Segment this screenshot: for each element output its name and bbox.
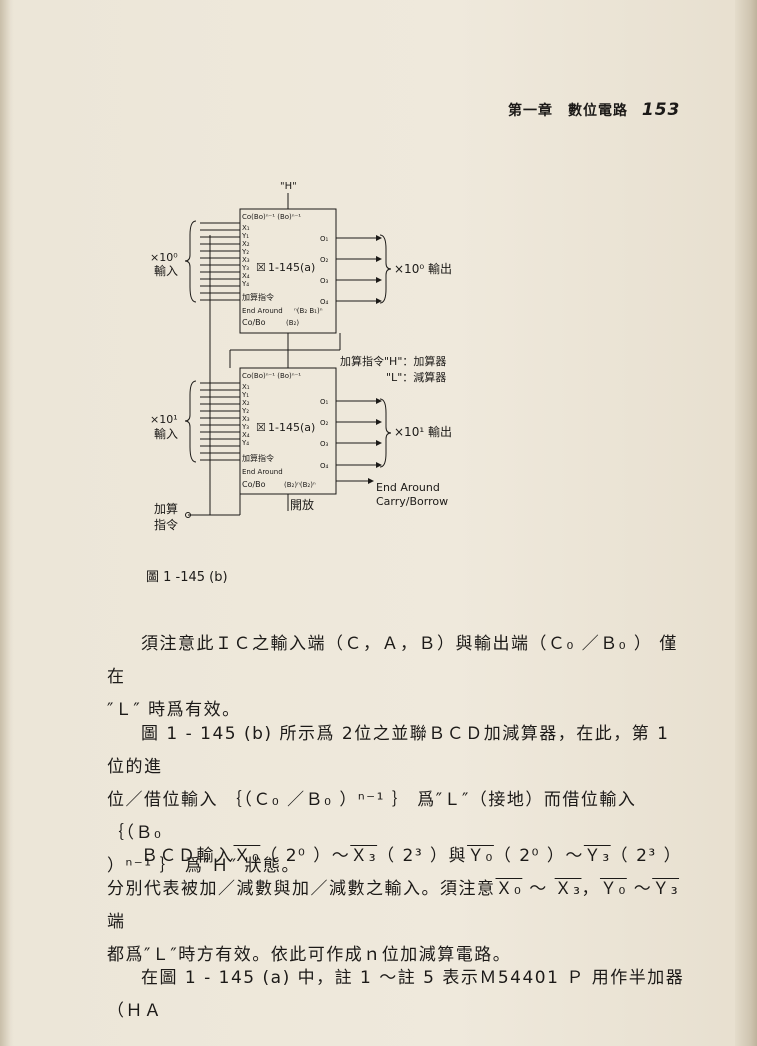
upper-carry-out: Co/Bo [242, 318, 266, 327]
lower-end-around: End Around [242, 468, 283, 476]
paragraph-2-line-1: 圖 1 - 145 (b) 所示爲 2位之並聯ＢＣＤ加減算器，在此，第 1 位的… [107, 724, 670, 777]
page-gutter-shadow [0, 0, 10, 1046]
upper-in-6: Y₃ [241, 264, 249, 272]
paragraph-3-line-3: 都爲″Ｌ″時方有效。依此可作成ｎ位加減算電路。 [107, 945, 512, 965]
add-cmd-label-1: 加算 [154, 501, 178, 516]
add-cmd-label-2: 指令 [154, 517, 178, 532]
lower-out-4: O₄ [320, 462, 329, 470]
lower-in-4: Y₂ [241, 407, 249, 415]
lower-b-out: (B₂)ⁿ(B₂)ⁿ [284, 481, 316, 489]
x3-overline-2: Ｘ₃ [554, 879, 582, 899]
y3-overline-2: Ｙ₃ [652, 879, 680, 899]
page-edge [735, 0, 757, 1046]
paragraph-3: ＢＣＤ輸入Ｘ₀（ 2⁰ ）～Ｘ₃（ 2³ ）與Ｙ₀（ 2⁰ ）～Ｙ₃（ 2³ ）… [107, 840, 687, 972]
paragraph-4: 在圖 1 - 145 (a) 中，註 1 ～註 5 表示Ｍ54401 Ｐ 用作半… [107, 962, 687, 1028]
paragraph-1-line-1: 須注意此ＩＣ之輸入端（Ｃ，Ａ，Ｂ）與輸出端（Ｃ₀ ／Ｂ₀ ） 僅在 [107, 634, 678, 687]
x3-overline: Ｘ₃ [350, 846, 378, 866]
open-label: 開放 [290, 497, 314, 512]
page-number: 153 [641, 100, 681, 120]
paragraph-1: 須注意此ＩＣ之輸入端（Ｃ，Ａ，Ｂ）與輸出端（Ｃ₀ ／Ｂ₀ ） 僅在 ″Ｌ″ 時爲… [107, 628, 687, 727]
figure-caption: 圖 1 -145 (b) [146, 570, 228, 585]
paragraph-3-line-2: 分別代表被加／減數與加／減數之輸入。須注意Ｘ₀ ～ Ｘ₃，Ｙ₀ ～Ｙ₃ 端 [107, 879, 680, 932]
upper-in-1: X₁ [242, 224, 250, 232]
paragraph-2-line-3: ）ⁿ⁻¹ ｝ 爲″Ｈ″ 狀態。 [107, 856, 300, 876]
upper-ctrl: 加算指令 [242, 292, 274, 302]
lower-input-word: 輸入 [154, 426, 178, 441]
lower-in-8: Y₄ [241, 439, 249, 447]
lower-out-1: O₁ [320, 398, 329, 406]
lower-carry-out: Co/Bo [242, 480, 266, 489]
upper-b-out: (B₂) [286, 319, 299, 327]
paragraph-2: 圖 1 - 145 (b) 所示爲 2位之並聯ＢＣＤ加減算器，在此，第 1 位的… [107, 718, 687, 883]
upper-in-7: X₄ [242, 272, 250, 280]
lower-in-3: X₂ [242, 399, 250, 407]
circuit-diagram: "H" Co(Bo)ⁿ⁻¹ (Bo)ⁿ⁻¹ X₁ Y₁ X₂ Y₂ X₃ Y₃ … [150, 181, 452, 532]
upper-end-around: End Around [242, 307, 283, 315]
lower-carry-in: Co(Bo)ⁿ⁻¹ (Bo)ⁿ⁻¹ [242, 372, 301, 380]
paragraph-3-line-1: ＢＣＤ輸入Ｘ₀（ 2⁰ ）～Ｘ₃（ 2³ ）與Ｙ₀（ 2⁰ ）～Ｙ₃（ 2³ ） [141, 846, 683, 866]
upper-input-word: 輸入 [154, 263, 178, 278]
end-around-label-2: Carry/Borrow [376, 495, 448, 508]
lower-output-label: ×10¹ 輸出 [394, 424, 452, 439]
lower-in-1: X₁ [242, 383, 250, 391]
upper-in-8: Y₄ [241, 280, 249, 288]
upper-out-1: O₁ [320, 235, 329, 243]
lower-input-mult: ×10¹ [150, 413, 178, 426]
y0-overline: Ｙ₀ [467, 846, 494, 866]
x0-overline-2: Ｘ₀ [495, 879, 523, 899]
top-h-label: "H" [280, 181, 297, 192]
lower-ctrl: 加算指令 [242, 453, 274, 463]
upper-out-3: O₃ [320, 277, 329, 285]
lower-out-3: O₃ [320, 440, 329, 448]
upper-b-mid: ⁿ(B₂ B₁)ⁿ [294, 307, 323, 315]
upper-out-4: O₄ [320, 298, 329, 306]
lower-in-2: Y₁ [241, 391, 249, 399]
upper-input-mult: ×10⁰ [150, 251, 178, 264]
lower-chip-label: 1-145(a) [268, 421, 315, 434]
upper-in-5: X₃ [242, 256, 250, 264]
lower-out-2: O₂ [320, 419, 329, 427]
lower-chip-symbol: ☒ [256, 421, 266, 434]
upper-in-4: Y₂ [241, 248, 249, 256]
chapter-title: 第一章 數位電路 [508, 103, 628, 119]
upper-chip-symbol: ☒ [256, 261, 266, 274]
upper-chip-label: 1-145(a) [268, 261, 315, 274]
upper-in-3: X₂ [242, 240, 250, 248]
upper-in-2: Y₁ [241, 232, 249, 240]
end-around-label-1: End Around [376, 481, 440, 494]
paragraph-2-line-2: 位／借位輸入 ｛（Ｃ₀ ／Ｂ₀ ）ⁿ⁻¹ ｝ 爲″Ｌ″（接地）而借位輸入 ｛（Ｂ… [107, 790, 637, 843]
paragraph-4-line-1: 在圖 1 - 145 (a) 中，註 1 ～註 5 表示Ｍ54401 Ｐ 用作半… [107, 968, 685, 1021]
paragraph-1-line-2: ″Ｌ″ 時爲有效。 [107, 700, 241, 720]
lower-in-6: Y₃ [241, 423, 249, 431]
upper-out-2: O₂ [320, 256, 329, 264]
x0-overline: Ｘ₀ [233, 846, 261, 866]
y3-overline: Ｙ₃ [583, 846, 611, 866]
legend-l: "L"：減算器 [386, 370, 446, 384]
page-header: 第一章 數位電路 153 [508, 100, 680, 120]
lower-in-7: X₄ [242, 431, 250, 439]
legend-h: 加算指令"H"：加算器 [340, 354, 446, 368]
y0-overline-2: Ｙ₀ [599, 879, 627, 899]
upper-carry-in: Co(Bo)ⁿ⁻¹ (Bo)ⁿ⁻¹ [242, 213, 301, 221]
lower-in-5: X₃ [242, 415, 250, 423]
upper-output-label: ×10⁰ 輸出 [394, 261, 452, 276]
